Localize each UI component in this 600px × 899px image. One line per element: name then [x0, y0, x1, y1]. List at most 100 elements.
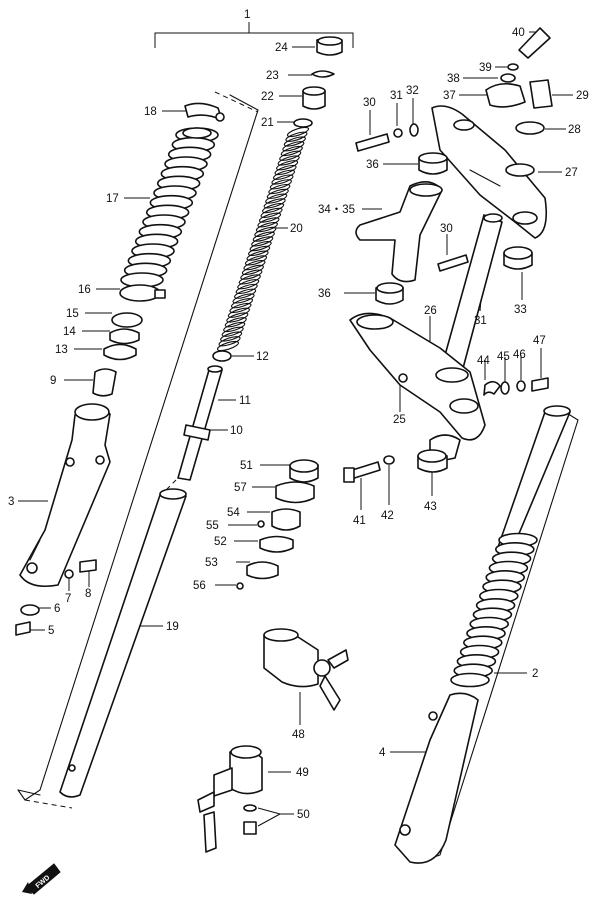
spring-coil	[246, 250, 269, 261]
label-26: 26	[424, 305, 437, 317]
washer-45	[500, 381, 510, 395]
label-2: 2	[532, 668, 538, 680]
spring-coil	[241, 264, 264, 276]
label-31-upper: 31	[390, 90, 403, 102]
washer-7	[64, 569, 74, 579]
boot-clamp-18	[184, 102, 225, 122]
damper-rod-11	[177, 365, 223, 481]
spring-coil	[251, 236, 274, 247]
ignition-switch-49	[197, 745, 263, 853]
label-25: 25	[393, 414, 406, 426]
label-8: 8	[85, 588, 91, 600]
spring-coil	[272, 169, 296, 180]
label-46: 46	[513, 349, 526, 361]
steering-assembly	[343, 27, 553, 483]
label-57: 57	[234, 482, 247, 494]
spring-coil	[254, 226, 277, 237]
spring-coil	[223, 321, 246, 333]
steering-lock-48	[263, 628, 349, 711]
headlamp-bracket-34-35	[355, 181, 443, 283]
spring-coil	[248, 245, 271, 257]
label-19: 19	[166, 621, 179, 633]
spring-coil	[258, 212, 282, 223]
label-50: 50	[297, 809, 310, 821]
label-21: 21	[261, 117, 274, 129]
left-fork-assembly	[15, 36, 343, 801]
bolt-29	[529, 79, 553, 109]
upper-bracket-27	[431, 105, 548, 239]
label-14: 14	[63, 326, 76, 338]
label-36-upper: 36	[366, 159, 379, 171]
cap-bolt-24	[316, 36, 343, 56]
spring-coil	[237, 279, 260, 290]
label-16: 16	[78, 284, 91, 296]
dust-seal-57	[275, 481, 315, 504]
label-28: 28	[568, 124, 581, 136]
spring-coil	[243, 260, 266, 271]
right-fork-assembly	[394, 405, 579, 864]
dust-seal-13	[103, 343, 137, 361]
spring-coil	[226, 312, 249, 323]
piston-ring-10	[183, 424, 211, 441]
label-17: 17	[106, 193, 119, 205]
label-6: 6	[54, 603, 60, 615]
steel-ball-55	[257, 520, 265, 528]
label-7: 7	[65, 593, 71, 605]
steering-stem-tube	[441, 214, 503, 373]
label-15: 15	[66, 308, 79, 320]
bearing-33	[503, 246, 533, 270]
washer-31-upper	[393, 128, 403, 138]
label-38: 38	[447, 73, 460, 85]
label-34-35: 34・35	[318, 204, 355, 216]
label-39: 39	[479, 62, 492, 74]
forward-direction-badge: FWD	[22, 863, 61, 895]
spring-coil	[266, 188, 289, 199]
spring-coil	[230, 298, 254, 309]
label-56: 56	[193, 580, 206, 592]
spring-coil	[240, 269, 263, 280]
fork-spring-20	[216, 126, 310, 352]
spring-coil	[235, 283, 258, 295]
spring-coil	[282, 141, 305, 152]
label-30-upper: 30	[363, 97, 376, 109]
label-49: 49	[296, 767, 309, 779]
label-20: 20	[290, 223, 303, 235]
label-43: 43	[424, 501, 437, 513]
bolt-30-upper	[355, 133, 390, 152]
spring-coil	[227, 307, 250, 318]
spring-coil	[224, 317, 247, 328]
spring-coil	[234, 288, 257, 299]
gasket-6	[20, 604, 40, 616]
label-36-lower: 36	[318, 288, 331, 300]
bolt-30-lower	[437, 254, 469, 272]
label-27: 27	[565, 167, 578, 179]
spring-coil	[221, 326, 244, 337]
label-47: 47	[533, 335, 546, 347]
label-4: 4	[379, 747, 386, 759]
label-23: 23	[266, 70, 279, 82]
label-40: 40	[512, 27, 525, 39]
spring-coil	[220, 331, 243, 342]
seal-36-upper	[418, 152, 448, 175]
label-18: 18	[144, 106, 157, 118]
washer-46	[516, 380, 526, 392]
outer-tube-3	[19, 403, 111, 588]
label-29: 29	[576, 90, 589, 102]
label-9: 9	[50, 375, 56, 387]
spring-coil	[276, 160, 299, 171]
bolt-5	[15, 621, 31, 636]
spring-coil	[263, 198, 286, 209]
label-24: 24	[275, 42, 288, 54]
bearing-54	[271, 508, 301, 531]
screw-and-washer-50	[243, 804, 257, 835]
label-45: 45	[497, 351, 510, 363]
seal-43	[417, 449, 448, 473]
oil-seal-15	[111, 312, 143, 328]
boot-top	[182, 127, 212, 139]
label-13: 13	[55, 344, 68, 356]
label-22: 22	[261, 91, 274, 103]
label-10: 10	[230, 425, 243, 437]
seal-36-lower	[375, 282, 404, 305]
handlebar-clamp-37	[485, 82, 526, 108]
